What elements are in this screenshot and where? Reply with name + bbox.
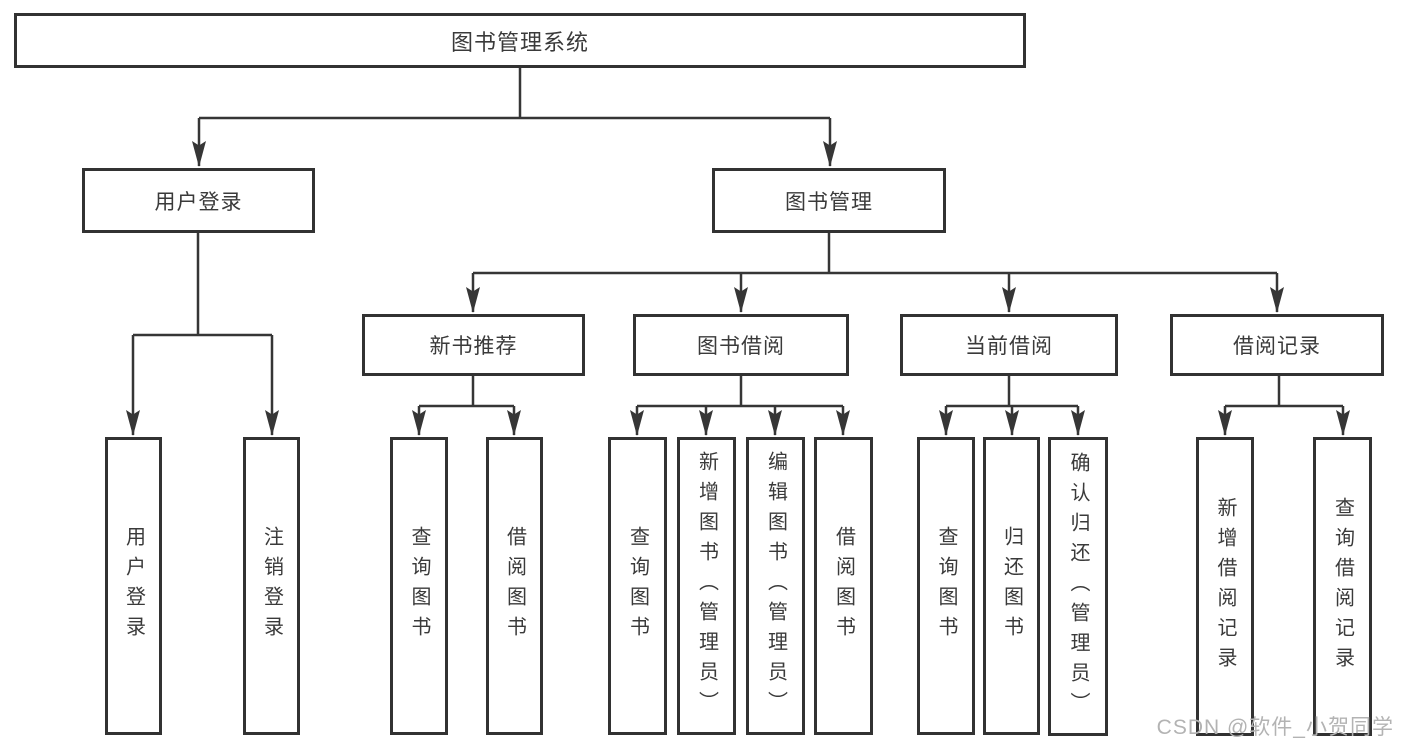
leaf-label: 借阅图书 [832, 526, 855, 646]
node-book-management: 图书管理 [712, 168, 946, 233]
node-label: 图书管理 [785, 190, 873, 214]
leaf-edit-books-admin: 编辑图书（管理员） [746, 437, 805, 735]
leaf-add-borrow-record: 新增借阅记录 [1196, 437, 1254, 736]
leaf-borrow-books: 借阅图书 [814, 437, 873, 735]
leaf-query-books: 查询图书 [390, 437, 448, 735]
leaf-label: 归还图书 [1000, 526, 1023, 646]
leaf-label: 新增借阅记录 [1214, 496, 1236, 677]
node-book-borrowing: 图书借阅 [633, 314, 849, 376]
node-label: 新书推荐 [429, 335, 518, 358]
leaf-return-books: 归还图书 [983, 437, 1040, 735]
leaf-label: 注销登录 [260, 526, 283, 646]
node-label: 借阅记录 [1233, 335, 1321, 358]
leaf-query-borrow-record: 查询借阅记录 [1313, 437, 1372, 736]
node-current-borrowing: 当前借阅 [900, 314, 1118, 376]
leaf-logout: 注销登录 [243, 437, 300, 735]
leaf-query-books: 查询图书 [917, 437, 975, 735]
leaf-query-books: 查询图书 [608, 437, 667, 735]
leaf-confirm-return-admin: 确认归还（管理员） [1048, 437, 1108, 736]
node-library-management-system: 图书管理系统 [14, 13, 1026, 68]
node-label: 图书借阅 [697, 335, 785, 358]
leaf-label: 借阅图书 [503, 526, 526, 646]
leaf-label: 查询借阅记录 [1331, 496, 1354, 677]
leaf-label: 编辑图书（管理员） [764, 451, 787, 721]
node-borrowing-records: 借阅记录 [1170, 314, 1384, 376]
leaf-label: 用户登录 [122, 526, 145, 646]
node-label: 当前借阅 [965, 335, 1053, 358]
leaf-label: 查询图书 [626, 526, 649, 646]
node-new-book-recommend: 新书推荐 [362, 314, 585, 376]
leaf-user-login: 用户登录 [105, 437, 162, 735]
leaf-label: 查询图书 [408, 526, 430, 646]
leaf-borrow-books: 借阅图书 [486, 437, 543, 735]
leaf-add-books-admin: 新增图书（管理员） [677, 437, 736, 735]
node-label: 图书管理系统 [450, 29, 589, 55]
leaf-label: 新增图书（管理员） [695, 451, 718, 721]
node-label: 用户登录 [154, 190, 243, 214]
csdn-watermark: CSDN @软件_小贺同学 [1156, 716, 1394, 739]
leaf-label: 确认归还（管理员） [1067, 451, 1089, 722]
leaf-label: 查询图书 [935, 526, 957, 646]
node-user-login: 用户登录 [82, 168, 315, 233]
